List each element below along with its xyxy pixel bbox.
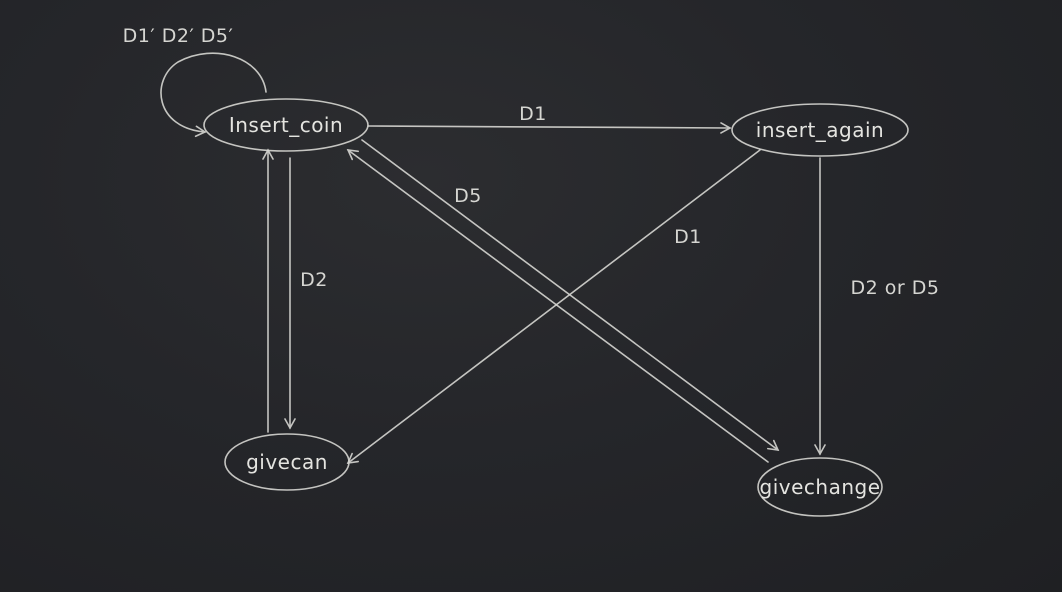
state-insert-coin: Insert_coin: [203, 98, 369, 152]
edge-again-to-givecan-label: D1: [674, 226, 702, 248]
edge-coin-to-again-label: D1: [519, 103, 547, 125]
state-givechange-outline: [757, 457, 883, 517]
edge-again-to-givecan: [346, 149, 761, 464]
edge-again-to-givechange-label: D2 or D5: [851, 277, 940, 299]
state-insert-coin-outline: [203, 98, 369, 152]
state-insert-again: insert_again: [731, 103, 909, 157]
state-givecan-label: givecan: [246, 450, 328, 474]
edge-self-loop: [160, 52, 267, 138]
edge-self-loop-label: D1′ D2′ D5′: [123, 25, 234, 47]
edge-coin-to-again: [367, 122, 732, 134]
edge-coin-to-givechange-label: D5: [454, 185, 482, 207]
edge-coin-to-givecan-label: D2: [300, 269, 328, 291]
state-insert-again-outline: [731, 103, 909, 157]
edge-givechange-to-coin: [346, 149, 769, 463]
state-givecan: givecan: [224, 433, 350, 491]
state-givechange-label: givechange: [760, 475, 881, 499]
state-insert-again-label: insert_again: [756, 118, 884, 142]
state-givechange: givechange: [757, 457, 883, 517]
state-insert-coin-label: Insert_coin: [229, 113, 343, 137]
